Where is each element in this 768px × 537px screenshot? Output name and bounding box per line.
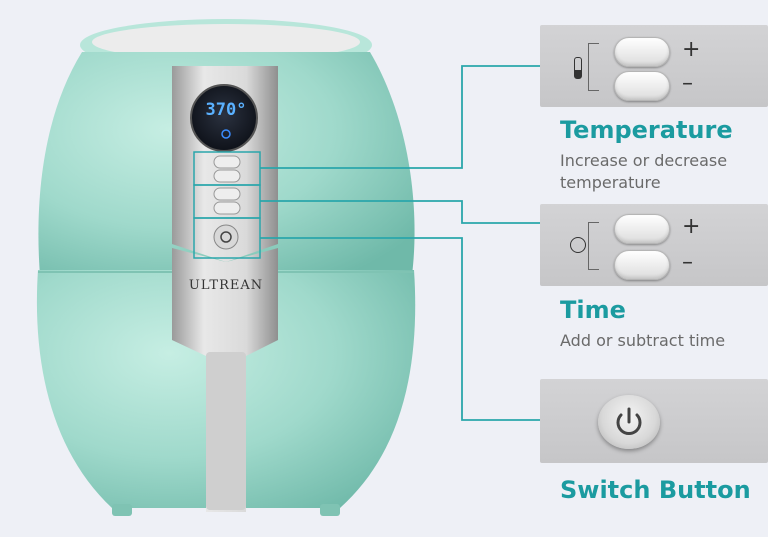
fryer-foot-right xyxy=(320,504,340,516)
time-desc: Add or subtract time xyxy=(560,331,726,350)
temp-down-button-small xyxy=(213,169,241,183)
time-down-button-small xyxy=(213,201,241,215)
power-button[interactable] xyxy=(598,395,660,449)
temperature-desc-line2: temperature xyxy=(560,173,661,192)
minus-icon: – xyxy=(682,71,693,96)
plus-icon: + xyxy=(682,37,701,62)
temperature-desc-line1: Increase or decrease xyxy=(560,151,728,170)
connector-switch xyxy=(260,237,540,421)
time-decrease-button[interactable] xyxy=(614,250,670,280)
fryer-lid-top xyxy=(92,24,360,60)
time-title: Time xyxy=(560,296,626,324)
time-bracket xyxy=(588,222,599,270)
connector-time xyxy=(260,200,540,224)
time-up-button-small xyxy=(213,187,241,201)
temperature-title: Temperature xyxy=(560,116,733,144)
clock-icon xyxy=(570,237,586,253)
plus-icon: + xyxy=(682,214,701,239)
temp-decrease-button[interactable] xyxy=(614,71,670,101)
temp-bracket xyxy=(588,43,599,91)
switch-title: Switch Button xyxy=(560,476,751,504)
lcd-readout: 370° xyxy=(205,100,247,120)
power-button-small xyxy=(213,224,239,250)
brand-logo: ULTREAN xyxy=(188,278,264,293)
temp-increase-button[interactable] xyxy=(614,37,670,67)
handle-grip xyxy=(206,352,246,510)
time-increase-button[interactable] xyxy=(614,214,670,244)
power-indicator-icon xyxy=(221,129,231,139)
power-icon xyxy=(616,407,642,435)
minus-icon: – xyxy=(682,250,693,275)
temperature-panel: + – xyxy=(540,25,768,107)
time-panel: + – xyxy=(540,204,768,286)
fryer-foot-left xyxy=(112,504,132,516)
temp-up-button-small xyxy=(213,155,241,169)
connector-temperature xyxy=(260,65,540,169)
power-icon-small xyxy=(220,231,232,243)
thermometer-icon xyxy=(574,57,582,79)
lcd-display xyxy=(190,84,258,152)
